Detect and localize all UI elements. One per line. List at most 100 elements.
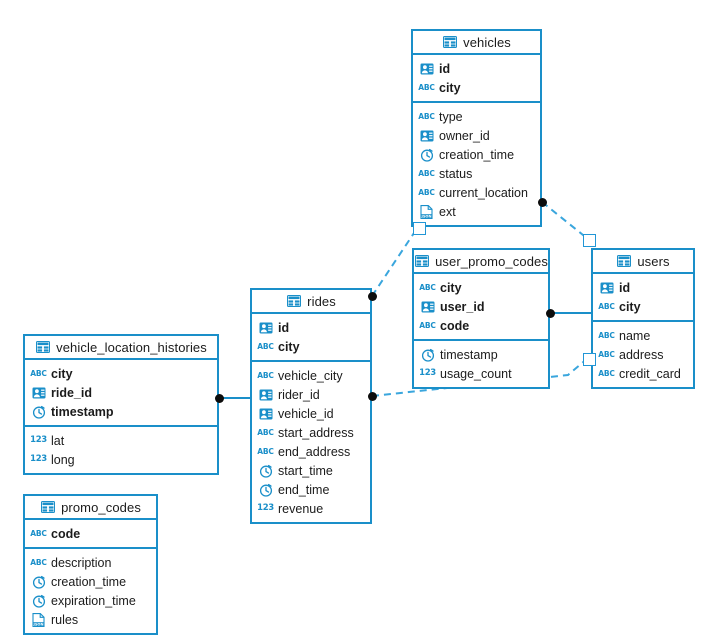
entity-header: vehicles [413,31,540,55]
123-number-icon: 123 [30,435,47,446]
id-badge-icon [31,385,46,400]
field-vehicle_id[interactable]: vehicle_id [252,404,370,423]
pk-field-id[interactable]: id [593,278,693,297]
svg-text:JSON: JSON [421,214,432,218]
field-label: status [439,166,473,181]
field-usage_count[interactable]: 123 usage_count [414,364,548,383]
id-badge-icon [258,387,273,402]
field-expiration_time[interactable]: expiration_time [25,591,156,610]
field-creation_time[interactable]: creation_time [25,572,156,591]
entity-title: rides [307,293,336,309]
field-label: ext [439,204,456,219]
table-grid-icon [286,294,301,309]
field-label: vehicle_city [278,368,343,383]
field-start_time[interactable]: start_time [252,461,370,480]
clock-icon [31,574,46,589]
entity-title: users [637,253,670,269]
field-name[interactable]: ABC name [593,326,693,345]
clock-icon [31,404,46,419]
field-label: id [278,320,290,335]
table-grid-icon [35,340,50,355]
abc-text-icon: ABC [418,82,435,92]
abc-text-icon: ABC [419,282,436,292]
pk-field-timestamp[interactable]: timestamp [25,402,217,421]
field-label: address [619,347,664,362]
abc-text-icon: ABC [419,320,436,330]
entity-title: promo_codes [61,499,141,515]
field-label: credit_card [619,366,681,381]
field-lat[interactable]: 123 lat [25,431,217,450]
entity-header: rides [252,290,370,314]
abc-text-icon: ABC [418,111,435,121]
field-label: rules [51,612,79,627]
field-label: city [440,280,462,295]
id-badge-icon [419,128,434,143]
table-grid-icon [40,500,55,515]
field-label: vehicle_id [278,406,334,421]
field-label: lat [51,433,65,448]
field-ext[interactable]: JSON ext [413,202,540,221]
field-end_time[interactable]: end_time [252,480,370,499]
pk-field-id[interactable]: id [252,318,370,337]
field-creation_time[interactable]: creation_time [413,145,540,164]
id-badge-icon [258,406,273,421]
entity-header: vehicle_location_histories [25,336,217,360]
field-group: timestamp 123 usage_count [414,341,548,387]
field-owner_id[interactable]: owner_id [413,126,540,145]
entity-header: user_promo_codes [414,250,548,274]
abc-text-icon: ABC [30,528,47,538]
cardinality-square-vehicles-to-users-to [582,233,596,247]
field-label: city [619,299,641,314]
cardinality-square-rides-to-users-to [582,352,596,366]
abc-text-icon: ABC [257,427,274,437]
json-document-icon: JSON [419,204,434,219]
field-label: owner_id [439,128,490,143]
123-number-icon: 123 [419,368,436,379]
field-timestamp[interactable]: timestamp [414,345,548,364]
field-label: rider_id [278,387,320,402]
clock-icon [31,593,46,608]
pk-field-id[interactable]: id [413,59,540,78]
pk-field-user_id[interactable]: user_id [414,297,548,316]
pk-field-city[interactable]: ABC city [414,278,548,297]
relationship-line-vehicles-to-users [541,201,589,240]
field-rider_id[interactable]: rider_id [252,385,370,404]
pk-field-ride_id[interactable]: ride_id [25,383,217,402]
cardinality-dot-rides-to-users-from [367,391,377,401]
field-label: usage_count [440,366,512,381]
entity-title: vehicles [463,34,511,50]
entity-header: users [593,250,693,274]
abc-text-icon: ABC [598,330,615,340]
field-label: name [619,328,651,343]
123-number-icon: 123 [30,454,47,465]
cardinality-dot-vehicle-location-histories-to-rides-from [214,393,224,403]
